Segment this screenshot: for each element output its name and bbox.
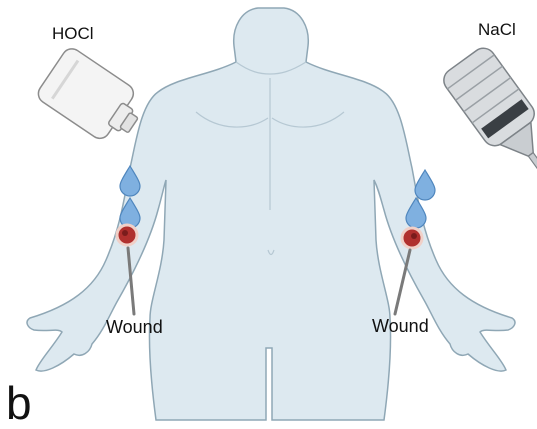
water-drop-icon [415, 170, 435, 200]
panel-letter: b [6, 380, 32, 426]
hocl-label: HOCl [52, 24, 94, 44]
spray-bottle-icon [35, 45, 151, 151]
wound-icon [402, 228, 422, 248]
wound-label-right: Wound [372, 316, 429, 337]
irrigation-syringe-icon [439, 44, 537, 193]
nacl-label: NaCl [478, 20, 516, 40]
wound-label-left: Wound [106, 317, 163, 338]
wound-icon [117, 225, 137, 245]
